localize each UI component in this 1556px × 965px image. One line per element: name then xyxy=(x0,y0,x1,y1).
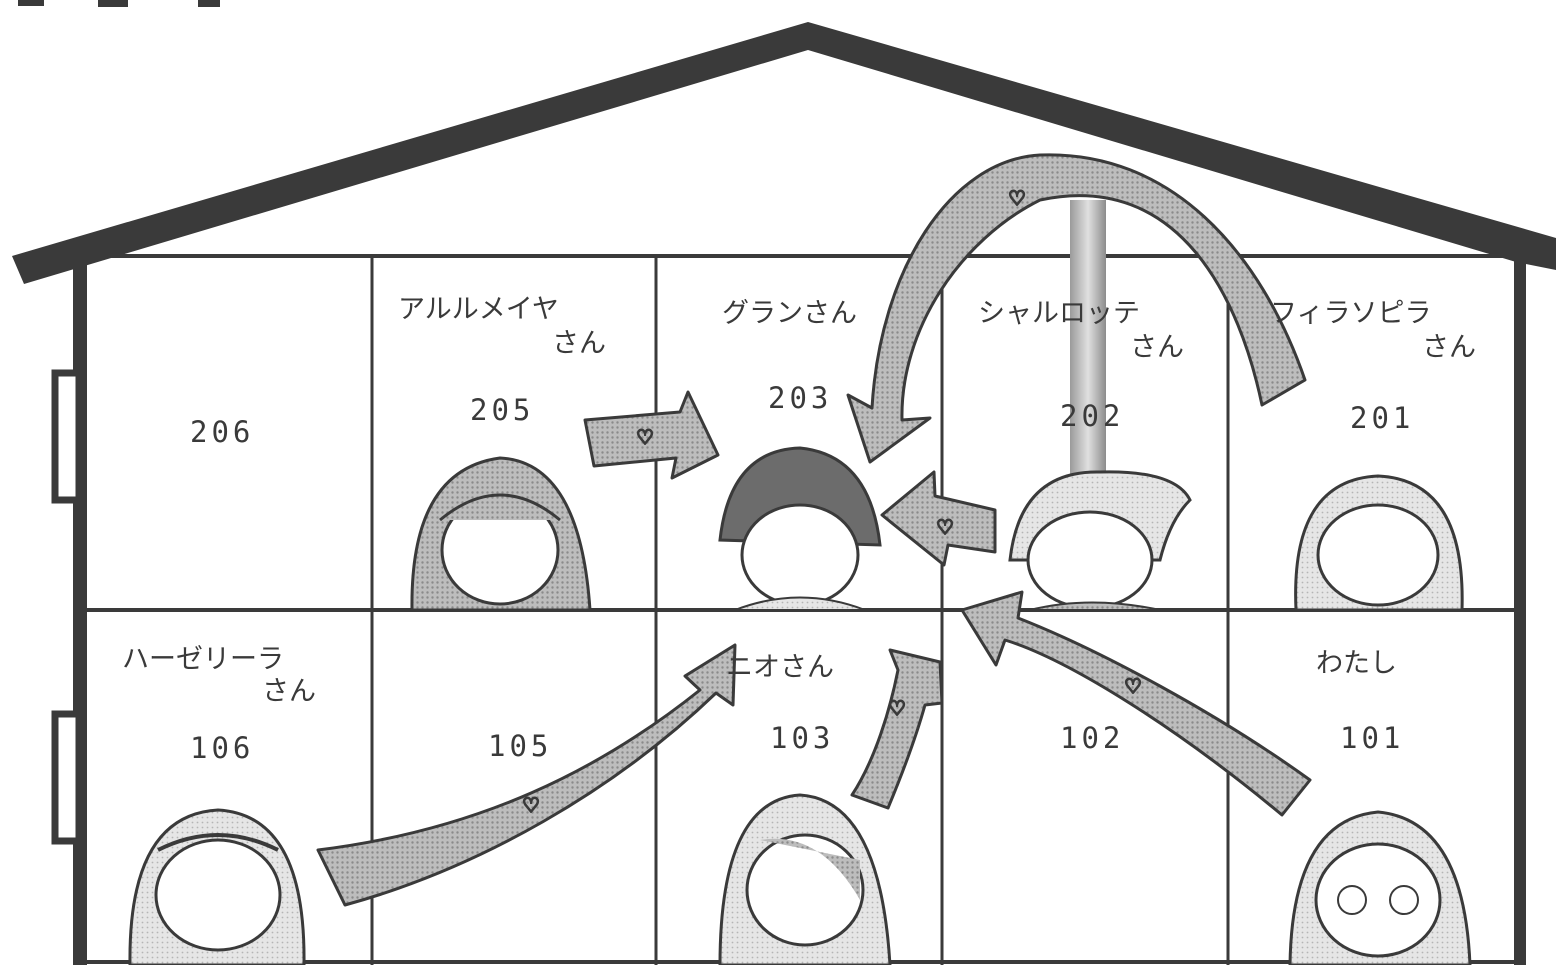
heart-icon: ♡ xyxy=(936,515,954,539)
room-number-206: 206 xyxy=(190,415,254,449)
room-number-106: 106 xyxy=(190,731,254,765)
room-number-103: 103 xyxy=(770,721,834,755)
arrow-205-to-203 xyxy=(583,390,720,480)
character-201-face xyxy=(1294,474,1464,612)
character-106-face xyxy=(128,808,306,965)
resident-name-205-suffix: さん xyxy=(552,328,606,359)
arrow-106-to-103 xyxy=(316,643,737,907)
side-steps xyxy=(51,369,83,845)
room-number-202: 202 xyxy=(1060,399,1124,433)
resident-name-201-suffix: さん xyxy=(1422,332,1476,363)
roof xyxy=(12,22,1556,284)
resident-name-106: ハーゼリーラ xyxy=(122,644,284,675)
character-103-face xyxy=(718,793,892,965)
character-101-face xyxy=(1288,810,1472,965)
heart-icons: ♡ ♡ ♡ ♡ ♡ ♡ xyxy=(521,185,1143,818)
chimney-pipe xyxy=(1070,200,1106,490)
character-202-face xyxy=(1008,470,1192,611)
room-number-203: 203 xyxy=(768,381,832,415)
resident-name-202-suffix: さん xyxy=(1130,332,1184,363)
room-number-105: 105 xyxy=(488,729,552,763)
room-number-101: 101 xyxy=(1340,721,1404,755)
resident-name-101: わたし xyxy=(1316,648,1397,679)
resident-name-201: フィラソピラ xyxy=(1270,298,1431,329)
heart-icon: ♡ xyxy=(522,793,540,817)
corner-scribble xyxy=(18,0,220,7)
resident-name-106-suffix: さん xyxy=(262,676,316,707)
character-205-face xyxy=(410,456,592,612)
resident-name-103: ニオさん xyxy=(726,652,834,683)
arrow-103-loop xyxy=(850,648,944,810)
arrow-201-to-203 xyxy=(846,153,1307,464)
resident-name-203: グランさん xyxy=(722,298,857,329)
arrow-101-to-203 xyxy=(960,590,1312,817)
affection-arrows xyxy=(316,153,1312,907)
resident-name-205: アルルメイヤ xyxy=(398,294,559,325)
character-203-face xyxy=(718,446,882,611)
resident-labels: アルルメイヤ さん グランさん シャルロッテ さん フィラソピラ さん ハーゼリ… xyxy=(122,294,1476,707)
heart-icon: ♡ xyxy=(1008,186,1026,210)
heart-icon: ♡ xyxy=(1124,674,1142,698)
resident-name-202: シャルロッテ xyxy=(978,298,1140,329)
room-number-205: 205 xyxy=(470,393,534,427)
room-number-102: 102 xyxy=(1060,721,1124,755)
room-number-201: 201 xyxy=(1350,401,1414,435)
heart-icon: ♡ xyxy=(636,425,654,449)
room-numbers: 206 205 203 202 201 106 105 103 102 101 xyxy=(190,381,1414,765)
heart-icon: ♡ xyxy=(888,696,906,720)
arrow-202-to-203 xyxy=(880,470,997,567)
